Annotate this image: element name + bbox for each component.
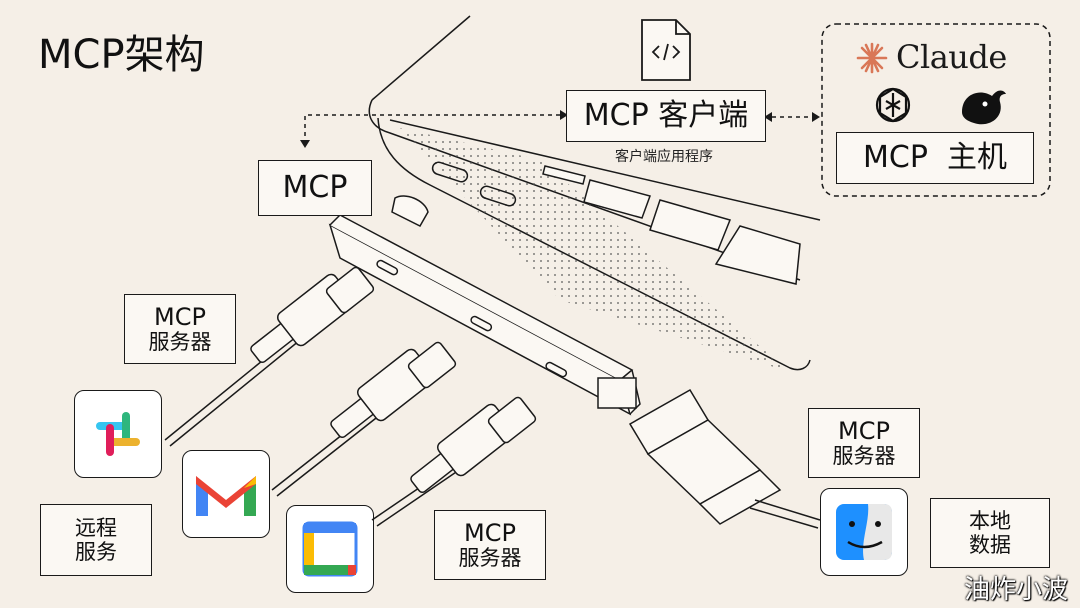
usb-hub — [328, 195, 641, 416]
usb-c-cables — [164, 266, 537, 527]
usb-a-plug — [628, 388, 821, 529]
mcp-server-box-bottom: MCP 服务器 — [434, 510, 546, 580]
deepseek-whale-icon — [962, 90, 1006, 125]
arrow-heads — [300, 110, 820, 148]
remote-line2: 服务 — [75, 540, 117, 564]
openai-logo-icon — [875, 87, 911, 123]
mcp-host-label: MCP 主机 — [863, 140, 1007, 176]
slack-tile — [74, 390, 162, 478]
code-file-icon — [641, 19, 691, 81]
mcp-host-box: MCP 主机 — [836, 132, 1034, 184]
finder-icon — [836, 504, 892, 560]
server-bottom-line2: 服务器 — [458, 546, 522, 571]
watermark: 油炸小波 — [963, 575, 1068, 605]
mcp-client-label: MCP 客户端 — [583, 98, 749, 134]
local-data-box: 本地 数据 — [930, 498, 1050, 568]
server-top-line1: MCP — [154, 302, 206, 331]
page-title: MCP架构 — [38, 32, 205, 78]
laptop — [368, 15, 821, 372]
mcp-server-box-top: MCP 服务器 — [124, 294, 236, 364]
connection-arrows — [304, 114, 812, 140]
server-top-line2: 服务器 — [148, 330, 212, 355]
mcp-server-box-right: MCP 服务器 — [808, 408, 920, 478]
claude-logo-icon — [856, 42, 888, 74]
gmail-icon — [196, 476, 256, 516]
client-app-caption: 客户端应用程序 — [615, 149, 713, 165]
server-bottom-line1: MCP — [464, 518, 516, 547]
claude-brand: Claude — [856, 38, 1007, 76]
local-line2: 数据 — [969, 533, 1011, 557]
remote-line1: 远程 — [75, 515, 117, 540]
host-boundary — [821, 23, 1051, 197]
remote-services-box: 远程 服务 — [40, 504, 152, 576]
mcp-protocol-box: MCP — [258, 160, 372, 216]
server-right-line2: 服务器 — [832, 444, 896, 469]
slack-icon — [96, 412, 140, 456]
local-line1: 本地 — [969, 508, 1011, 533]
claude-wordmark: Claude — [896, 38, 1007, 76]
mcp-protocol-label: MCP — [282, 170, 348, 206]
google-calendar-icon — [302, 521, 358, 577]
mcp-client-box: MCP 客户端 — [566, 90, 766, 142]
server-right-line1: MCP — [838, 416, 890, 445]
